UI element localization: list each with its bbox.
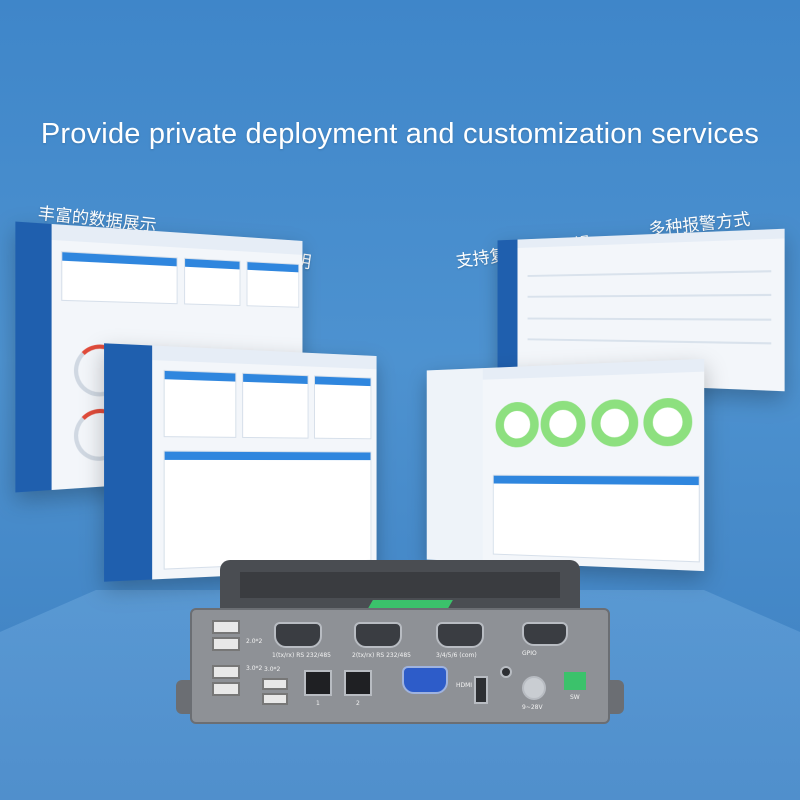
donut-chart-icon	[541, 400, 586, 447]
card	[243, 372, 309, 438]
serial-port-icon	[354, 622, 402, 648]
ethernet-port-icon	[344, 670, 372, 696]
card	[184, 258, 240, 306]
chart-card	[164, 451, 371, 570]
donut-chart-icon	[496, 402, 539, 448]
gpio-port-icon	[522, 622, 568, 646]
usb3-mid-label: 3.0*2	[264, 666, 280, 673]
usb3-left-label: 3.0*2	[246, 665, 262, 672]
sidebar	[498, 240, 518, 381]
usb-port-icon	[212, 682, 240, 696]
card	[164, 369, 237, 437]
dc-label: 9~28V	[522, 704, 543, 711]
hdmi-port-icon	[474, 676, 488, 704]
table-row	[528, 317, 772, 320]
usb-port-icon	[212, 665, 240, 679]
top-bar	[52, 224, 303, 255]
sidebar	[104, 343, 152, 581]
lan2-label: 2	[356, 700, 360, 707]
com2-label: 2(tx/rx) RS 232/485	[352, 652, 411, 659]
com1-label: 1(tx/rx) RS 232/485	[272, 652, 331, 659]
card	[247, 261, 300, 308]
lan1-label: 1	[316, 700, 320, 707]
usb-port-icon	[212, 637, 240, 651]
device-front-panel: 2.0*2 3.0*2 3.0*2 1(tx/rx) RS 232/485 2(…	[190, 608, 610, 724]
gpio-label: GPIO	[522, 650, 537, 657]
power-switch-terminal	[564, 672, 586, 690]
usb-port-icon	[212, 620, 240, 634]
device-top	[220, 560, 580, 610]
donut-chart-icon	[643, 397, 692, 446]
donut-chart-icon	[591, 399, 638, 447]
audio-jack-icon	[500, 666, 512, 678]
sidebar	[15, 222, 51, 493]
serial-port-icon	[274, 622, 322, 648]
sidebar	[427, 368, 483, 562]
headline: Provide private deployment and customiza…	[0, 118, 800, 151]
hdmi-label: HDMI	[456, 682, 472, 689]
table-row	[528, 338, 772, 344]
chart-card	[493, 475, 700, 563]
sw-label: SW	[570, 694, 580, 701]
card	[314, 375, 371, 439]
dashboard-screen-front-right	[427, 359, 704, 571]
industrial-pc: 2.0*2 3.0*2 3.0*2 1(tx/rx) RS 232/485 2(…	[190, 560, 610, 720]
vga-port-icon	[402, 666, 448, 694]
usb2-label: 2.0*2	[246, 638, 262, 645]
card	[61, 251, 177, 304]
dashboard-screen-front-left	[104, 343, 377, 581]
usb-port-icon	[262, 693, 288, 705]
serial-port-icon	[436, 622, 484, 648]
ethernet-port-icon	[304, 670, 332, 696]
table-row	[528, 294, 772, 298]
table-row	[528, 270, 772, 277]
usb-port-icon	[262, 678, 288, 690]
com34-label: 3/4/5/6 (com)	[436, 652, 477, 659]
dc-power-jack-icon	[522, 676, 546, 700]
